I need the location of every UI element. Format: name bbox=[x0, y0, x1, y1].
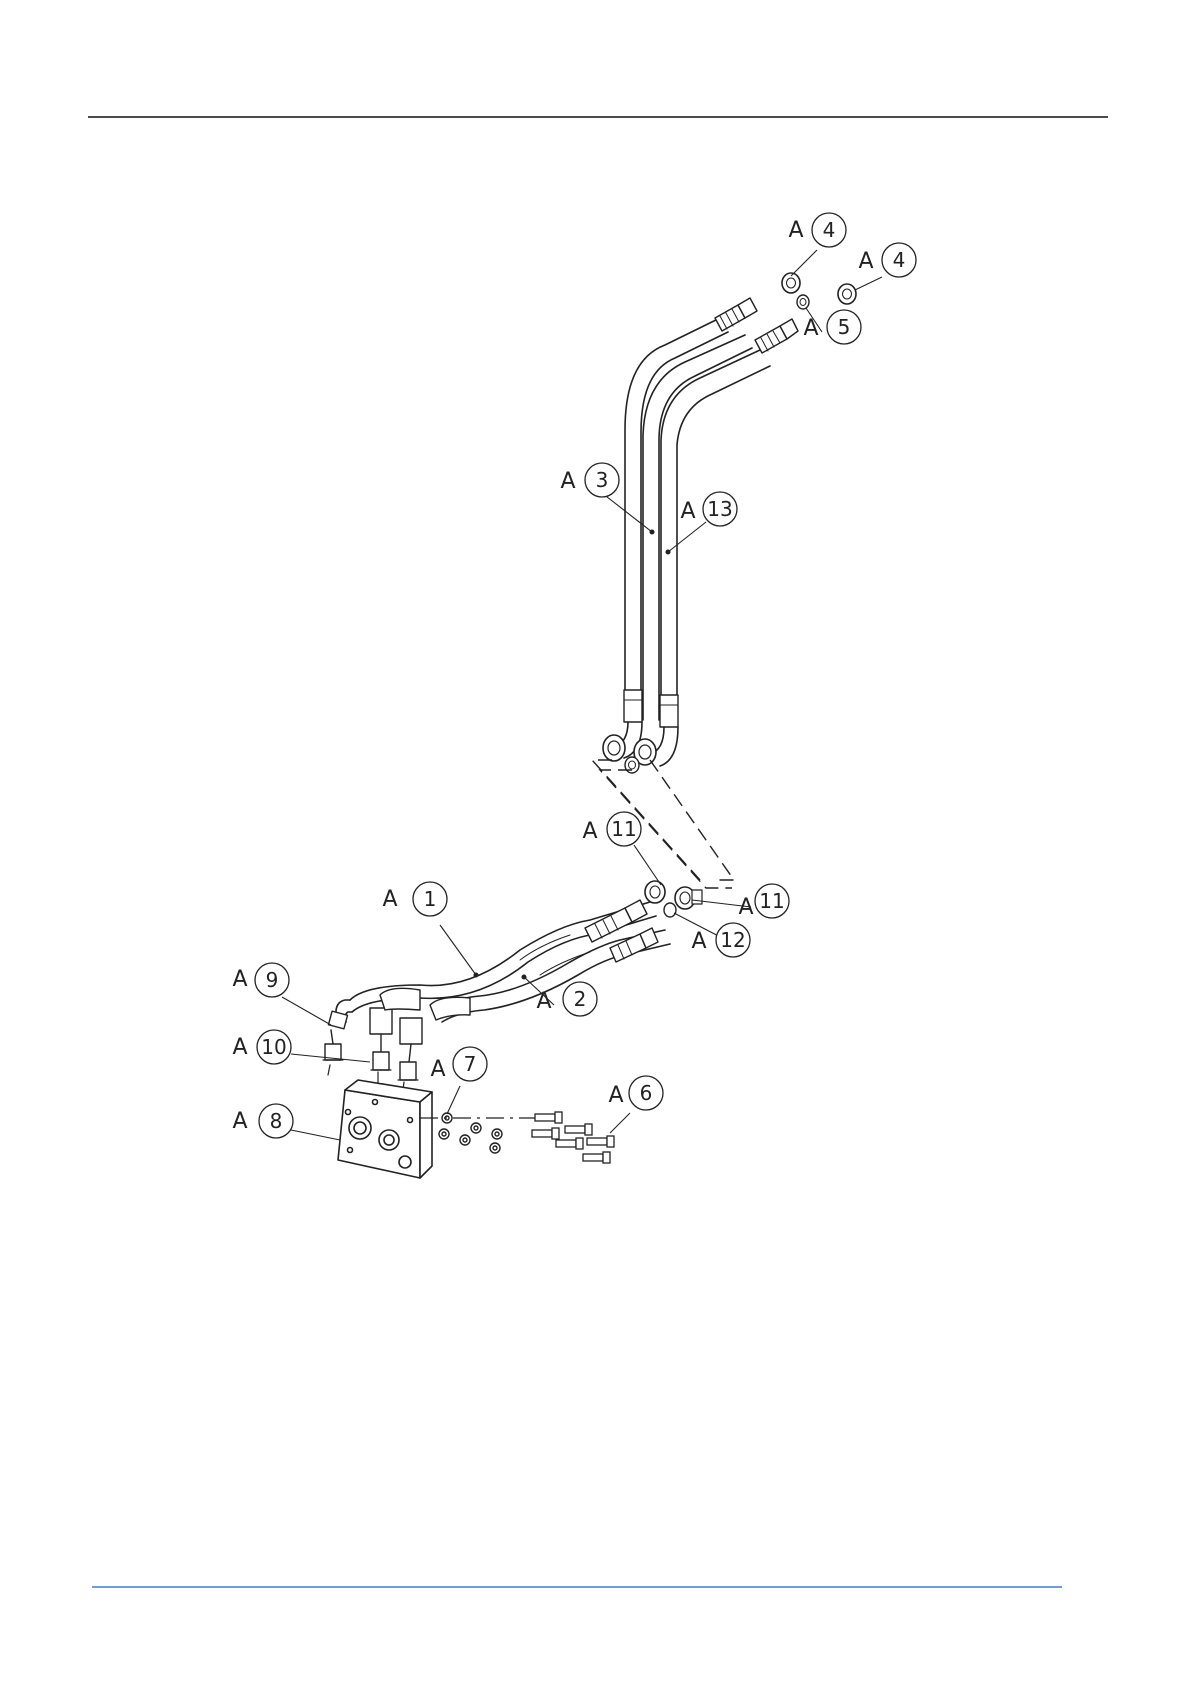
hose-13-ferrule bbox=[660, 695, 678, 727]
callout-number: 10 bbox=[261, 1035, 286, 1059]
hose-2-outline-bottom bbox=[442, 944, 670, 1022]
callout-number: 4 bbox=[893, 248, 906, 272]
callout-number: 13 bbox=[707, 497, 732, 521]
hose-13-outline-right bbox=[677, 366, 770, 720]
callout-number: 5 bbox=[838, 315, 851, 339]
callout-letter: A bbox=[691, 929, 706, 954]
swivel-block-left bbox=[370, 1008, 392, 1034]
callout-number: 9 bbox=[266, 968, 279, 992]
callout-letter: A bbox=[738, 895, 753, 920]
manifold-block bbox=[338, 1080, 432, 1178]
callout-letter: A bbox=[536, 989, 551, 1014]
callout-letter: A bbox=[680, 499, 695, 524]
callout-number: 11 bbox=[611, 817, 636, 841]
callout-number: 12 bbox=[720, 928, 745, 952]
adapter-item-11-left bbox=[645, 881, 665, 903]
lower-hoses bbox=[323, 881, 702, 1098]
hose-1-outline-top bbox=[350, 902, 650, 1000]
hose-3-ferrule bbox=[624, 690, 642, 722]
elbow-fitting-9 bbox=[328, 1011, 347, 1029]
callout-number: 2 bbox=[574, 987, 587, 1011]
hose-mid-outline-right bbox=[659, 348, 752, 720]
callout-number: 8 bbox=[270, 1109, 283, 1133]
callout-number: 4 bbox=[823, 218, 836, 242]
lower-fitting-2 bbox=[610, 928, 658, 962]
hose-13-outline-left bbox=[661, 350, 760, 720]
callout-letter: A bbox=[232, 1035, 247, 1060]
callout-number: 1 bbox=[424, 887, 437, 911]
swivel-nut-left bbox=[603, 735, 625, 761]
callout-letter: A bbox=[382, 887, 397, 912]
callout-letter: A bbox=[608, 1083, 623, 1108]
callout-number: 7 bbox=[464, 1052, 477, 1076]
swivel-block-right bbox=[400, 1018, 422, 1044]
callout-letter: A bbox=[582, 819, 597, 844]
callout-letter: A bbox=[560, 469, 575, 494]
top-fitting-2 bbox=[755, 319, 798, 353]
callout-letter: A bbox=[803, 316, 818, 341]
seal-item-5 bbox=[797, 295, 809, 309]
callout-number: 3 bbox=[596, 468, 609, 492]
callout-letter: A bbox=[788, 218, 803, 243]
top-fitting-1 bbox=[715, 298, 757, 331]
callout-letter: A bbox=[858, 249, 873, 274]
callout-item-10: A 10 bbox=[232, 1030, 291, 1064]
callout-letter: A bbox=[232, 967, 247, 992]
callout-item-11: A 11 bbox=[582, 812, 641, 846]
connector-item-10-b bbox=[373, 1052, 389, 1070]
callout-number: 11 bbox=[759, 889, 784, 913]
seal-item-12 bbox=[664, 903, 676, 917]
callout-letter: A bbox=[232, 1109, 247, 1134]
callout-item-12: A 12 bbox=[691, 923, 750, 957]
bolts-item-6 bbox=[532, 1112, 614, 1163]
nut-item-4-right bbox=[838, 284, 856, 304]
callout-item-13: A 13 bbox=[680, 492, 737, 526]
washers-item-7 bbox=[439, 1113, 502, 1153]
connector-item-10-c bbox=[400, 1062, 416, 1080]
callout-letter: A bbox=[430, 1057, 445, 1082]
callout-number: 6 bbox=[640, 1081, 653, 1105]
